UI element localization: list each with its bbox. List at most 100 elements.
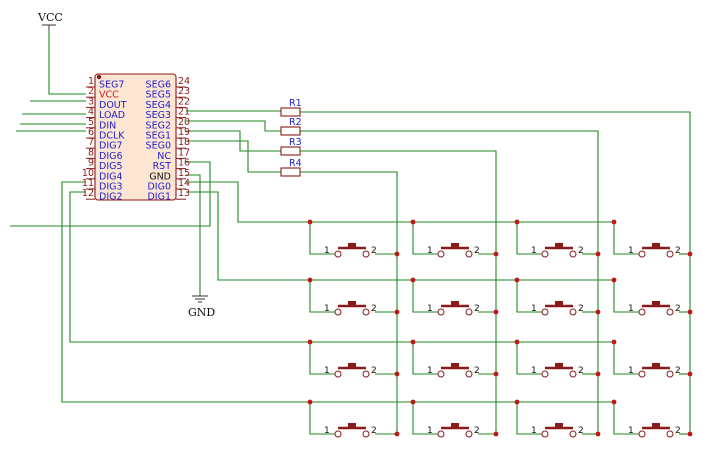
switch-left-net [516, 222, 542, 255]
ic-pin-name: DOUT [99, 100, 127, 111]
junction-dot [410, 399, 416, 405]
switch-pin2: 2 [675, 426, 681, 436]
push-button-switch [334, 301, 370, 316]
col3-bus [300, 130, 599, 436]
switch-pin1: 1 [628, 366, 634, 376]
push-button-switch [437, 301, 473, 316]
ic-pin-number: 22 [178, 96, 190, 107]
col4-bus [300, 111, 691, 436]
resistor-body [280, 107, 301, 117]
switch-contact [638, 250, 646, 258]
switch-left-net [412, 342, 438, 375]
wires [10, 30, 691, 436]
switch-left-net [516, 402, 542, 435]
junction-dot [410, 219, 416, 225]
switch-contact [541, 250, 549, 258]
ic-pin-number: 18 [178, 137, 190, 148]
gnd-label: GND [188, 306, 215, 319]
switch-pin2: 2 [371, 426, 377, 436]
switch-left-net [412, 402, 438, 435]
switch-button-cap [652, 363, 660, 368]
ic-pin-number: 21 [178, 107, 190, 118]
switch-contact [362, 308, 370, 316]
switch-left-net [613, 342, 639, 375]
switch-left-net [412, 222, 438, 255]
junction-dot [687, 309, 693, 315]
switch-pin1: 1 [324, 304, 330, 314]
pin1-marker [96, 74, 102, 80]
switch-button-cap [348, 301, 356, 306]
ic-pin-number: 17 [178, 147, 190, 158]
switch-pin2: 2 [474, 304, 480, 314]
switch-pin2: 2 [578, 246, 584, 256]
switch-contact [569, 370, 577, 378]
switch-button-cap [652, 423, 660, 428]
ic-pin-number: 8 [88, 147, 94, 158]
switch-contact [465, 250, 473, 258]
dig1-net [186, 191, 614, 281]
ic-pin-number: 23 [178, 86, 190, 97]
components [42, 24, 693, 438]
switch-pin1: 1 [531, 366, 537, 376]
col1-bus [300, 171, 398, 436]
junction-dot [307, 219, 313, 225]
switch-contact [334, 308, 342, 316]
ic-pin-name: DIG6 [99, 151, 123, 162]
seg2-net [186, 120, 281, 132]
push-button-switch [638, 243, 674, 258]
ic-pin-name: DIG2 [99, 192, 123, 203]
ic-pin-number: 2 [88, 86, 94, 97]
junction-dot [514, 219, 520, 225]
ic-pin-number: 12 [82, 188, 94, 199]
switch-pin1: 1 [324, 426, 330, 436]
ic-pin-number: 9 [88, 158, 94, 169]
switch-left-net [516, 342, 542, 375]
switch-contact [666, 308, 674, 316]
junction-dot [595, 431, 601, 437]
ic-pin-name: SEG4 [146, 100, 171, 111]
switch-left-net [309, 222, 335, 255]
switch-button-cap [348, 363, 356, 368]
switch-left-net [613, 402, 639, 435]
junction-dot [595, 371, 601, 377]
ic-pin-name: LOAD [99, 110, 125, 121]
switch-button-cap [348, 243, 356, 248]
ic-pin-number: 20 [178, 117, 190, 128]
push-button-switch [334, 363, 370, 378]
switch-button-cap [451, 301, 459, 306]
junction-dot [307, 399, 313, 405]
ic-pin-number: 4 [88, 107, 94, 118]
switch-button-cap [451, 363, 459, 368]
dig2-net [69, 191, 614, 343]
ic-pin-name: GND [149, 171, 171, 182]
ic-pin-name: SEG1 [146, 131, 171, 142]
resistor-body [280, 167, 301, 177]
switch-contact [334, 250, 342, 258]
ic-pin-number: 5 [88, 117, 94, 128]
switch-pin2: 2 [474, 426, 480, 436]
switch-pin2: 2 [578, 366, 584, 376]
switch-pin2: 2 [371, 304, 377, 314]
ic-pin-name: SEG6 [146, 80, 171, 91]
switch-contact [334, 370, 342, 378]
ic-pin-number: 14 [178, 178, 190, 189]
ic-pin-name: VCC [99, 90, 119, 101]
switch-left-net [309, 342, 335, 375]
ic-pin-number: 1 [88, 76, 94, 87]
resistor-ref: R1 [289, 98, 302, 109]
switch-contact [437, 250, 445, 258]
switch-left-net [412, 280, 438, 313]
resistor-body [280, 126, 301, 136]
vcc-net [48, 30, 86, 95]
switch-contact [569, 430, 577, 438]
switch-contact [666, 370, 674, 378]
junction-dot [687, 431, 693, 437]
switch-contact [465, 370, 473, 378]
switch-pin2: 2 [675, 304, 681, 314]
switch-pin1: 1 [531, 246, 537, 256]
switch-pin1: 1 [531, 304, 537, 314]
switch-contact [638, 308, 646, 316]
switch-pin1: 1 [427, 304, 433, 314]
col2-bus [300, 150, 497, 436]
switch-pin2: 2 [675, 246, 681, 256]
